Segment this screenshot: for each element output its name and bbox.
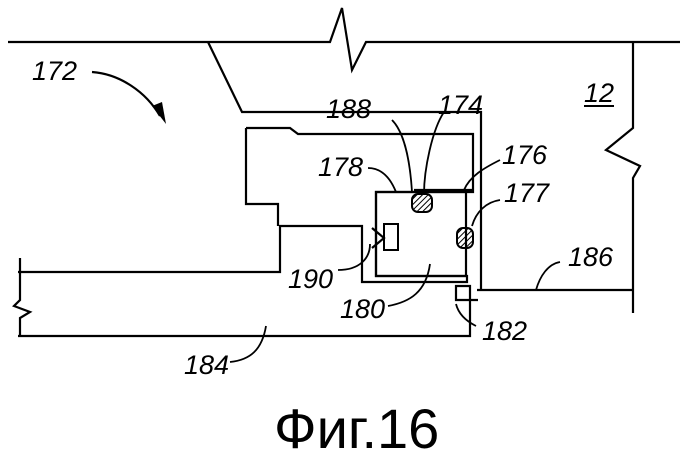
seal-177 (457, 228, 473, 248)
leader-184 (230, 326, 266, 362)
label-182: 182 (482, 316, 527, 346)
label-176: 176 (502, 140, 548, 170)
figure-caption: Фиг.16 (274, 397, 439, 460)
label-177: 177 (504, 178, 550, 208)
label-184: 184 (184, 350, 229, 380)
left-break-line (14, 258, 30, 336)
leader-180 (388, 264, 430, 306)
top-wall-line (8, 8, 680, 70)
label-178: 178 (318, 152, 363, 182)
seal-190-wedge (372, 228, 384, 248)
leader-178 (368, 168, 396, 192)
label-190: 190 (288, 264, 333, 294)
lower-base-outline (18, 286, 478, 336)
leader-188 (392, 120, 412, 192)
label-12: 12 (584, 78, 614, 108)
label-180: 180 (340, 294, 385, 324)
label-188: 188 (326, 94, 371, 124)
leader-172 (92, 72, 160, 116)
leader-174 (424, 112, 444, 194)
label-172: 172 (32, 56, 77, 86)
leader-177 (472, 200, 500, 226)
label-186: 186 (568, 242, 614, 272)
sleeve-left-edge (246, 128, 278, 226)
seal-190-block (384, 224, 398, 250)
leader-186 (536, 262, 560, 290)
arrowhead-172 (152, 102, 166, 124)
leader-182 (456, 304, 476, 326)
leader-190 (338, 244, 370, 270)
seal-174 (412, 194, 432, 212)
label-174: 174 (438, 90, 483, 120)
